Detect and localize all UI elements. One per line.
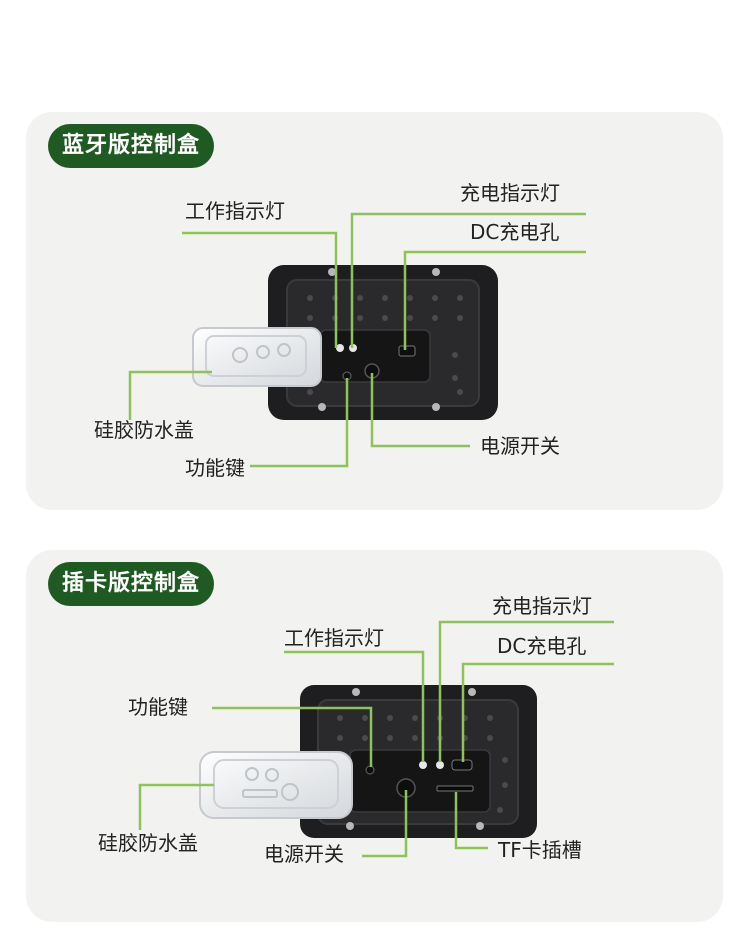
card-function-key-label: 功能键 [128, 695, 188, 719]
bluetooth-box-title: 蓝牙版控制盒 [48, 124, 215, 168]
card-silicone-cover-image [199, 751, 353, 819]
card-tf-slot-label: TF卡插槽 [498, 838, 582, 862]
card-charge-light-label: 充电指示灯 [492, 594, 592, 618]
card-power-switch-label: 电源开关 [264, 842, 344, 866]
bluetooth-leader-lines [128, 212, 586, 468]
card-leader-lines [138, 620, 614, 858]
bluetooth-function-key-label: 功能键 [185, 456, 245, 480]
card-box-title: 插卡版控制盒 [48, 562, 215, 606]
bluetooth-work-light-label: 工作指示灯 [185, 199, 285, 223]
bluetooth-dc-port-label: DC充电孔 [470, 220, 560, 244]
card-work-light-label: 工作指示灯 [284, 626, 384, 650]
card-box-panel: 插卡版控制盒 [26, 550, 723, 922]
card-silicone-cover-label: 硅胶防水盖 [98, 831, 198, 855]
bluetooth-silicone-cover-image [192, 327, 322, 387]
bluetooth-charge-light-label: 充电指示灯 [460, 181, 560, 205]
bluetooth-silicone-cover-label: 硅胶防水盖 [94, 418, 194, 442]
bluetooth-power-switch-label: 电源开关 [480, 434, 560, 458]
card-dc-port-label: DC充电孔 [497, 634, 587, 658]
card-control-box [300, 685, 537, 838]
